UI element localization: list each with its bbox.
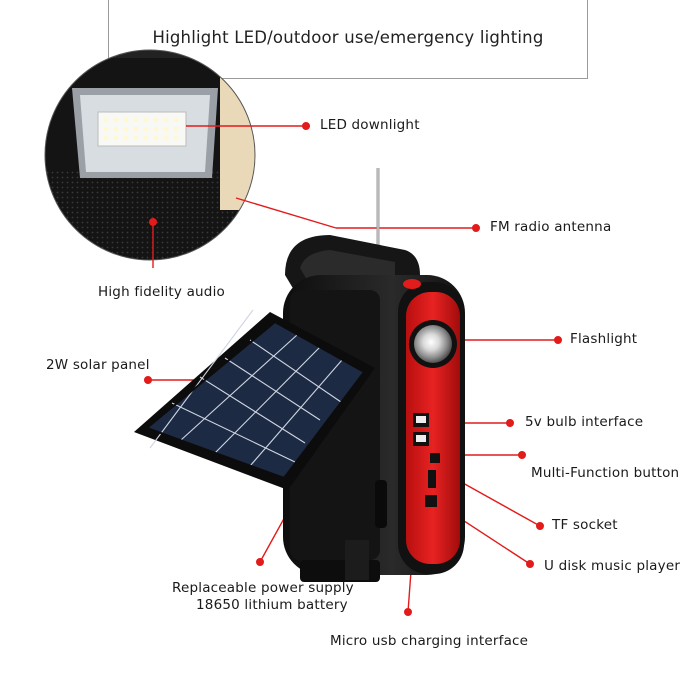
led-closeup (44, 49, 256, 261)
label-fm-antenna: FM radio antenna (490, 219, 612, 235)
label-led-downlight: LED downlight (320, 117, 420, 133)
label-battery-line1: Replaceable power supply (172, 580, 354, 596)
page-title: Highlight LED/outdoor use/emergency ligh… (152, 28, 544, 47)
label-tf-socket: TF socket (552, 517, 618, 533)
label-udisk: U disk music player (544, 558, 681, 574)
label-micro-usb: Micro usb charging interface (330, 633, 529, 649)
label-multi-function: Multi-Function button (531, 465, 680, 481)
label-solar-panel: 2W solar panel (46, 357, 150, 373)
radio-device (283, 168, 465, 582)
label-battery-line2: 18650 lithium battery (196, 597, 348, 613)
label-hifi-audio: High fidelity audio (98, 284, 225, 300)
label-flashlight: Flashlight (570, 331, 638, 347)
label-bulb-interface: 5v bulb interface (525, 414, 644, 430)
solar-panel (134, 309, 375, 490)
